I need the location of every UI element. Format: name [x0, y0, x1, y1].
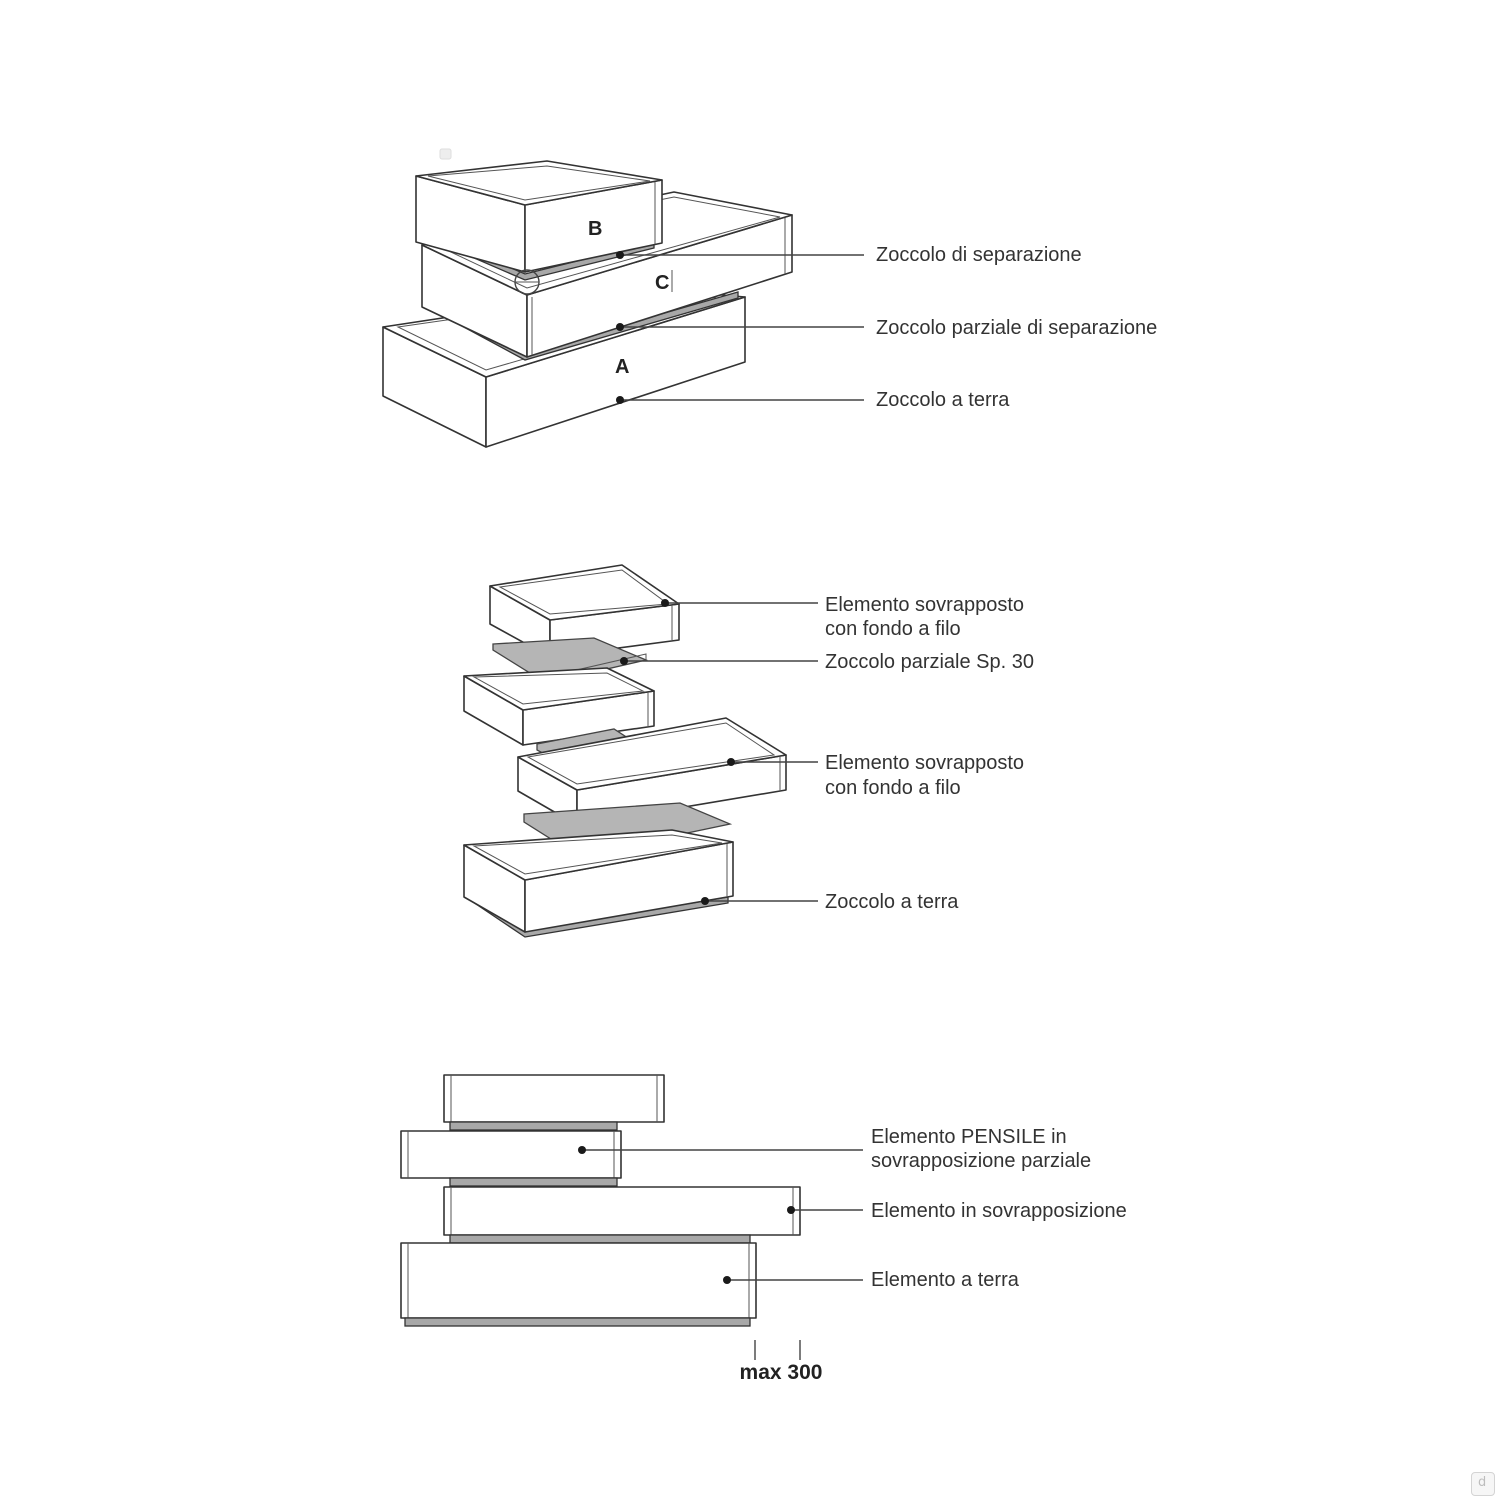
- leader-dot: [723, 1276, 731, 1284]
- label-ground-plinth: Zoccolo a terra: [876, 389, 1010, 411]
- label-overlay-top-line1: Elemento sovrapposto: [825, 594, 1024, 616]
- label-partial-separation-plinth: Zoccolo parziale di separazione: [876, 317, 1157, 339]
- label-ground-plinth-exploded: Zoccolo a terra: [825, 891, 959, 913]
- elevation-plinth-1: [449, 1121, 618, 1131]
- elevation-top-element: [443, 1074, 665, 1123]
- label-partial-plinth: Zoccolo parziale Sp. 30: [825, 651, 1034, 673]
- tag-b: B: [588, 218, 602, 240]
- figure-front-elevation: max 300 Elemento PENSILE in sovrapposizi…: [400, 1074, 1127, 1384]
- box-b: [415, 160, 663, 281]
- tag-c: C: [655, 272, 669, 294]
- label-wall-unit-line2: sovrapposizione parziale: [871, 1150, 1091, 1172]
- dimension-max-300: max 300: [740, 1361, 823, 1384]
- leader-dot: [616, 251, 624, 259]
- figure-exploded-stack: Elemento sovrapposto con fondo a filo Zo…: [463, 564, 1034, 938]
- leader-dot: [578, 1146, 586, 1154]
- label-wall-unit-line1: Elemento PENSILE in: [871, 1126, 1067, 1148]
- leader-dot: [620, 657, 628, 665]
- elevation-plinth-3: [449, 1234, 751, 1244]
- exploded-ground-element: [463, 829, 734, 938]
- figure-assembled-stack: B C A Zoccolo di separazione Zoccolo par…: [382, 148, 1157, 448]
- label-overlay-top-line2: con fondo a filo: [825, 618, 961, 640]
- label-separation-plinth: Zoccolo di separazione: [876, 244, 1082, 266]
- elevation-ground-element: [400, 1242, 757, 1319]
- leader-dot: [727, 758, 735, 766]
- label-overlay-element: Elemento in sovrapposizione: [871, 1200, 1127, 1222]
- leader-dot: [616, 396, 624, 404]
- elevation-ground-plinth: [404, 1317, 751, 1327]
- elevation-wall-unit: [400, 1130, 622, 1179]
- leader-dot: [616, 323, 624, 331]
- corner-mark: [439, 148, 452, 160]
- tag-a: A: [615, 356, 629, 378]
- label-overlay-mid-line1: Elemento sovrapposto: [825, 752, 1024, 774]
- watermark-logo: d: [1471, 1472, 1495, 1496]
- leader-dot: [787, 1206, 795, 1214]
- label-ground-element: Elemento a terra: [871, 1269, 1020, 1291]
- elevation-overlay-element: [443, 1186, 801, 1236]
- leader-dot: [661, 599, 669, 607]
- elevation-plinth-2: [449, 1177, 618, 1187]
- label-overlay-mid-line2: con fondo a filo: [825, 777, 961, 799]
- leader-dot: [701, 897, 709, 905]
- exploded-second-element: [463, 667, 655, 746]
